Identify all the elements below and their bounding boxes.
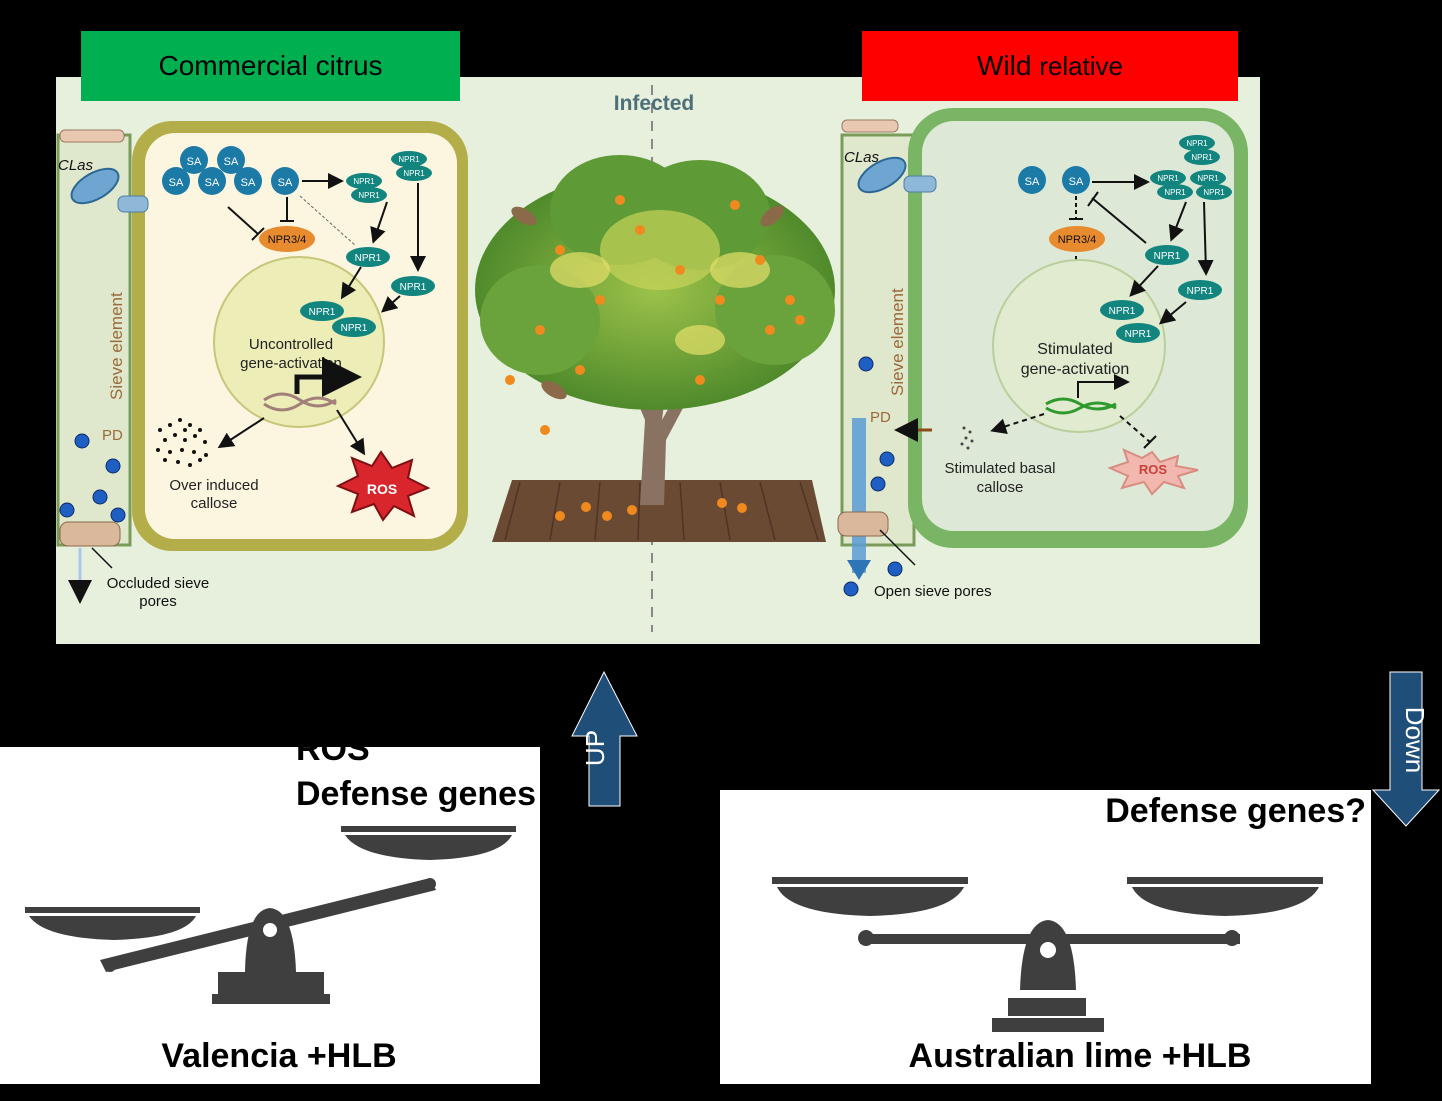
svg-text:NPR1: NPR1 (1197, 174, 1219, 183)
svg-text:SA: SA (1025, 176, 1040, 188)
right-ros-burst (1107, 448, 1199, 496)
svg-text:SA: SA (224, 156, 239, 168)
left-npr1-group: NPR1 NPR1 NPR1 NPR1 NPR1 NPR1 (346, 151, 435, 296)
left-callose-dots (156, 418, 208, 467)
svg-text:NPR1: NPR1 (358, 191, 380, 200)
svg-text:NPR1: NPR1 (1203, 188, 1225, 197)
svg-text:NPR1: NPR1 (1157, 174, 1179, 183)
infected-citrus-tree (475, 155, 835, 542)
svg-text:ROS: ROS (367, 481, 397, 497)
svg-text:SA: SA (241, 177, 256, 189)
svg-text:NPR1: NPR1 (1125, 329, 1152, 340)
right-clas-bacterium: CLas (844, 149, 907, 194)
svg-text:NPR1: NPR1 (309, 307, 336, 318)
left-occluded-pores (59, 521, 121, 547)
wild-relative-header: Wild relative (862, 31, 1238, 101)
svg-text:PD: PD (102, 427, 123, 444)
right-defense-genes-text: Defense genes? (1105, 792, 1366, 830)
right-phloem-flow (852, 418, 866, 573)
svg-text:SA: SA (205, 177, 220, 189)
tree-fruits (505, 195, 805, 521)
svg-text:PD: PD (870, 409, 891, 426)
svg-text:Occluded sieve: Occluded sieve (107, 575, 210, 592)
svg-text:NPR1: NPR1 (1187, 286, 1214, 297)
svg-text:Over induced: Over induced (169, 477, 258, 494)
left-clas-label: CLas (58, 157, 94, 174)
svg-text:NPR1: NPR1 (355, 253, 382, 264)
svg-text:NPR1: NPR1 (1109, 306, 1136, 317)
svg-text:Open sieve pores: Open sieve pores (874, 583, 992, 600)
right-balanced-scale-icon (772, 877, 1323, 1032)
svg-text:SA: SA (169, 177, 184, 189)
right-callose-dots (960, 426, 974, 450)
left-defense-genes-text: Defense genes (296, 775, 536, 813)
up-arrow: UP (571, 670, 638, 807)
commercial-citrus-label: Commercial citrus (158, 50, 383, 81)
svg-text:NPR1: NPR1 (1164, 188, 1186, 197)
right-clas-label: CLas (844, 149, 880, 166)
svg-text:callose: callose (977, 479, 1024, 496)
wild-label: Wild (976, 50, 1032, 81)
svg-text:NPR1: NPR1 (353, 177, 375, 186)
svg-text:SA: SA (187, 156, 202, 168)
right-cell-diagram: CLas Sieve element SA SA NPR3/4 NPR1 NPR… (837, 108, 1248, 600)
svg-text:NPR1: NPR1 (1191, 153, 1213, 162)
left-ros-text: ROS (296, 730, 370, 768)
commercial-citrus-header: Commercial citrus (81, 31, 460, 101)
right-dna (1045, 397, 1117, 415)
svg-text:gene-activation: gene-activation (1021, 361, 1130, 378)
down-arrow-label: Down (1400, 707, 1430, 773)
left-gene-activation-arrow (294, 357, 362, 397)
svg-text:SA: SA (1069, 176, 1084, 188)
left-tilted-scale-icon (25, 826, 516, 1004)
right-transporter (903, 175, 937, 193)
svg-text:Stimulated: Stimulated (1037, 341, 1113, 358)
australian-lime-caption: Australian lime +HLB (909, 1037, 1252, 1075)
svg-text:callose: callose (191, 495, 238, 512)
left-sieve-element-label: Sieve element (107, 292, 126, 400)
left-ros-burst (335, 450, 431, 522)
relative-label: relative (1039, 50, 1124, 81)
svg-text:NPR1: NPR1 (1186, 139, 1208, 148)
left-clas-bacterium: CLas (58, 157, 120, 205)
left-cell-diagram: CLas Sieve element SA SA SA SA SA SA NPR… (56, 121, 468, 610)
svg-text:SA: SA (278, 177, 293, 189)
right-open-pores (837, 511, 889, 537)
svg-text:Uncontrolled: Uncontrolled (249, 336, 333, 353)
left-transporter (117, 195, 149, 213)
right-sieve-element-label: Sieve element (888, 288, 907, 396)
right-gene-activation-arrow (1077, 374, 1130, 398)
right-npr1-group: NPR1 NPR1 NPR1 NPR1 NPR1 NPR1 NPR1 NPR1 … (1100, 135, 1232, 343)
left-sa-cluster: SA SA SA SA SA SA (162, 146, 299, 195)
down-arrow: Down (1371, 671, 1441, 827)
svg-text:NPR1: NPR1 (1154, 251, 1181, 262)
svg-text:NPR3/4: NPR3/4 (268, 234, 307, 246)
infected-label: Infected (614, 92, 695, 115)
soil (492, 480, 826, 542)
svg-text:NPR3/4: NPR3/4 (1058, 234, 1097, 246)
up-arrow-label: UP (580, 730, 610, 766)
svg-text:NPR1: NPR1 (403, 169, 425, 178)
svg-text:gene-activation: gene-activation (240, 355, 342, 372)
svg-text:NPR1: NPR1 (341, 323, 368, 334)
valencia-caption: Valencia +HLB (161, 1037, 396, 1075)
left-dna (263, 392, 337, 412)
right-npr34 (1049, 226, 1105, 252)
left-npr34 (259, 226, 315, 252)
svg-text:pores: pores (139, 593, 177, 610)
svg-text:ROS: ROS (1139, 462, 1168, 477)
svg-text:NPR1: NPR1 (400, 282, 427, 293)
svg-text:Stimulated basal: Stimulated basal (945, 460, 1056, 477)
svg-text:NPR1: NPR1 (398, 155, 420, 164)
